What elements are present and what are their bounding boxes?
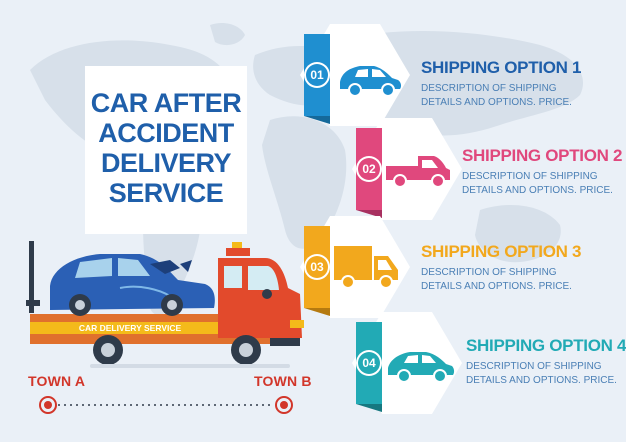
option-4-title: SHIPPING OPTION 4 bbox=[466, 336, 626, 355]
option-2-title: SHIPPING OPTION 2 bbox=[462, 146, 623, 165]
option-1-desc-2: DETAILS AND OPTIONS. PRICE. bbox=[421, 97, 572, 108]
town-a-marker bbox=[39, 396, 57, 414]
option-3-number: 03 bbox=[310, 260, 324, 274]
title-line-3: DELIVERY bbox=[100, 148, 232, 178]
sedan-icon bbox=[388, 352, 455, 383]
route-line bbox=[39, 396, 293, 414]
option-2-desc-1: DESCRIPTION OF SHIPPING bbox=[462, 171, 598, 182]
option-3-desc-1: DESCRIPTION OF SHIPPING bbox=[421, 267, 557, 278]
tow-truck-illustration: CAR DELIVERY SERVICE bbox=[26, 241, 304, 368]
title-line-4: SERVICE bbox=[108, 178, 224, 208]
title-card: CAR AFTER ACCIDENT DELIVERY SERVICE bbox=[85, 66, 247, 234]
option-2-number: 02 bbox=[362, 162, 376, 176]
option-4-desc-2: DETAILS AND OPTIONS. PRICE. bbox=[466, 375, 617, 386]
option-3-title: SHIPPING OPTION 3 bbox=[421, 242, 582, 261]
option-2-desc-2: DETAILS AND OPTIONS. PRICE. bbox=[462, 185, 613, 196]
title-line-1: CAR AFTER bbox=[90, 88, 242, 118]
option-4-number: 04 bbox=[362, 356, 376, 370]
car-icon bbox=[340, 66, 402, 97]
truck-sign: CAR DELIVERY SERVICE bbox=[79, 323, 182, 333]
delivery-truck-icon bbox=[334, 246, 398, 289]
town-b-marker bbox=[275, 396, 293, 414]
pickup-truck-icon bbox=[386, 156, 450, 188]
option-3-desc-2: DETAILS AND OPTIONS. PRICE. bbox=[421, 281, 572, 292]
option-1-title: SHIPPING OPTION 1 bbox=[421, 58, 582, 77]
town-a-label: TOWN A bbox=[28, 373, 86, 389]
option-1-number: 01 bbox=[310, 68, 324, 82]
option-1-desc-1: DESCRIPTION OF SHIPPING bbox=[421, 83, 557, 94]
town-b-label: TOWN B bbox=[254, 373, 312, 389]
title-line-2: ACCIDENT bbox=[98, 118, 234, 148]
option-4-desc-1: DESCRIPTION OF SHIPPING bbox=[466, 361, 602, 372]
